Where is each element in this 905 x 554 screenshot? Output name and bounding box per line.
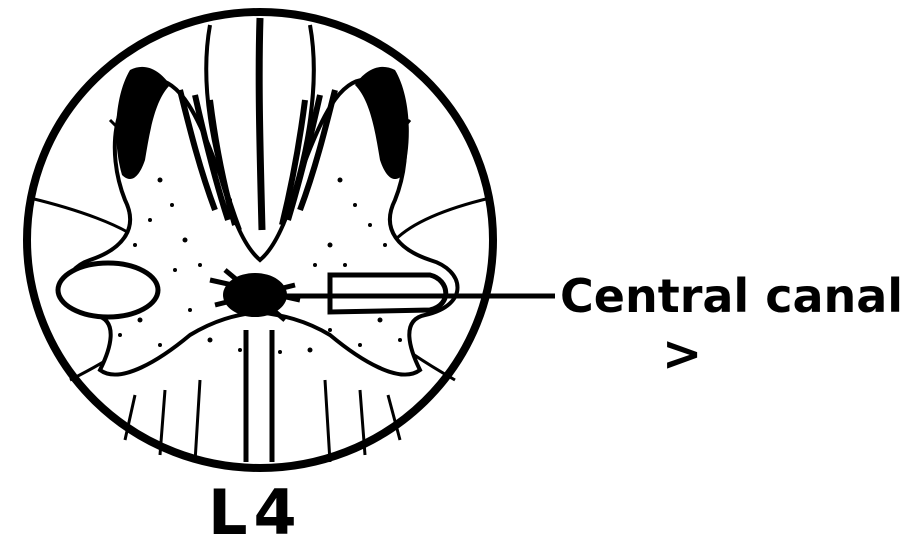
spinal-level-label: L4	[208, 482, 303, 544]
central-canal-label: Central canal	[560, 273, 903, 319]
chevron-mark: >	[662, 330, 702, 378]
dorsal-septum	[259, 18, 262, 230]
ventral-horn-left-lobe	[58, 263, 158, 317]
